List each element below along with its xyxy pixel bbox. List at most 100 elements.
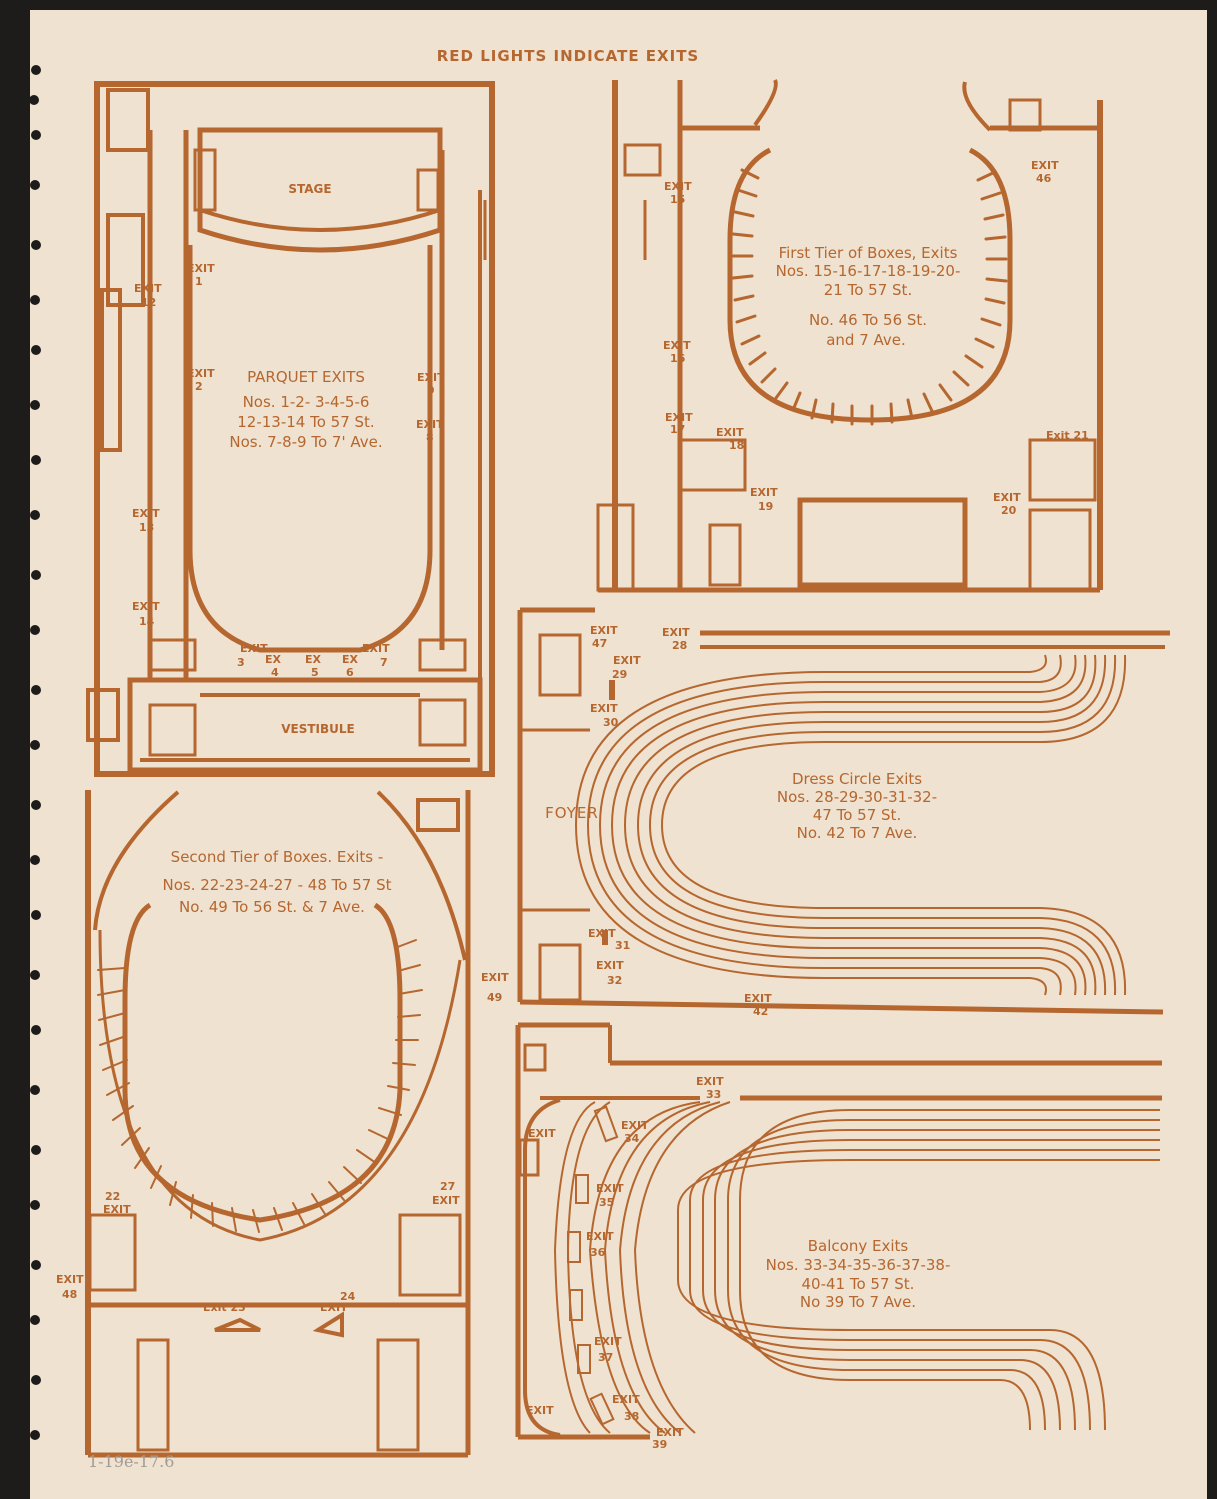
balcony-caption: Balcony Exits Nos. 33-34-35-36-37-38- 40… (766, 1237, 951, 1311)
exit-label: EXIT (187, 367, 215, 380)
exit-number-15: 15 (670, 193, 685, 206)
exit-number-38: 38 (624, 1410, 639, 1423)
second-tier-caption-title: Second Tier of Boxes. Exits - (171, 848, 384, 866)
exit-label: EXIT (750, 486, 778, 499)
exit-label: EXIT (744, 992, 772, 1005)
exit-label: EXIT (526, 1404, 554, 1417)
exit-number-39: 39 (652, 1438, 667, 1451)
exit-label: EXIT (1031, 159, 1059, 172)
parquet-caption-title: PARQUET EXITS (247, 368, 365, 386)
dress-circle-caption-line: No. 42 To 7 Ave. (797, 824, 918, 842)
exit-number-2: 2 (195, 380, 203, 393)
exit-number-31: 31 (615, 939, 630, 952)
second-tier-caption-line: Nos. 22-23-24-27 - 48 To 57 St (163, 876, 392, 894)
exit-label: EXIT (590, 702, 618, 715)
balcony-plan (515, 1022, 1162, 1440)
parquet-caption: PARQUET EXITS Nos. 1-2- 3-4-5-6 12-13-14… (229, 368, 382, 451)
exit-label: EXIT (240, 642, 268, 655)
parquet-exit-labels: EXIT 1 EXIT 2 EXIT 9 EXIT 8 EXIT 12 EXIT… (132, 262, 445, 679)
exit-number-7: 7 (380, 656, 388, 669)
exit-label: EXIT (621, 1119, 649, 1132)
exit-number-19: 19 (758, 500, 773, 513)
ex-label: EX (342, 653, 359, 666)
exit-number-3: 3 (237, 656, 245, 669)
binder-holes (29, 65, 41, 1440)
exit-label: EXIT (594, 1335, 622, 1348)
exit-number-42: 42 (753, 1005, 768, 1018)
first-tier-plan (596, 79, 1103, 593)
dress-circle-plan (517, 607, 1170, 1015)
first-tier-caption-line: and 7 Ave. (826, 331, 906, 349)
exit-number-35: 35 (599, 1196, 614, 1209)
first-tier-caption-line: No. 46 To 56 St. (809, 311, 927, 329)
exit-number-37: 37 (598, 1351, 613, 1364)
exit-number-13: 13 (139, 521, 154, 534)
exit-label: EXIT (596, 1182, 624, 1195)
parquet-caption-line: Nos. 7-8-9 To 7' Ave. (229, 433, 382, 451)
second-tier-caption: Second Tier of Boxes. Exits - Nos. 22-23… (163, 848, 392, 916)
exit-number-34: 34 (624, 1132, 640, 1145)
exit-number-1: 1 (195, 275, 203, 288)
dress-circle-caption-line: Nos. 28-29-30-31-32- (777, 788, 937, 806)
exit-number-18: 18 (729, 439, 744, 452)
exit-number-17: 17 (670, 423, 685, 436)
exit-number-28: 28 (672, 639, 687, 652)
balcony-caption-title: Balcony Exits (808, 1237, 909, 1255)
exit-number-47: 47 (592, 637, 607, 650)
exit-label: EXIT (132, 507, 160, 520)
exit-number-23: Exit 23 (203, 1301, 246, 1314)
exit-label: EXIT (586, 1230, 614, 1243)
vestibule-label: VESTIBULE (281, 722, 355, 736)
balcony-caption-line: 40-41 To 57 St. (802, 1275, 915, 1293)
parquet-caption-line: 12-13-14 To 57 St. (237, 413, 374, 431)
balcony-exit-labels: EXIT 33 EXIT EXIT 34 EXIT 35 EXIT 36 EXI… (526, 1075, 724, 1451)
second-tier-exit-labels: EXIT 49 22 EXIT 27 EXIT EXIT 48 Exit 23 … (56, 971, 509, 1314)
exit-label: EXIT (696, 1075, 724, 1088)
exit-label: EXIT (187, 262, 215, 275)
exit-number-6: 6 (346, 666, 354, 679)
exit-number-36: 36 (590, 1246, 606, 1259)
exit-label: EXIT (432, 1194, 460, 1207)
exit-number-9: 9 (427, 384, 435, 397)
parquet-plan (86, 81, 495, 777)
dress-circle-caption-line: 47 To 57 St. (813, 806, 901, 824)
exit-label: EXIT (656, 1426, 684, 1439)
exit-label: EXIT (663, 339, 691, 352)
first-tier-box-seats (731, 168, 1008, 426)
exit-label: EXIT (132, 600, 160, 613)
exit-label: EXIT (320, 1301, 348, 1314)
dress-circle-caption: Dress Circle Exits Nos. 28-29-30-31-32- … (777, 770, 937, 842)
exit-label: EXIT (588, 927, 616, 940)
pencil-note: 1-19e-17.6 (88, 1452, 174, 1471)
first-tier-caption-line: Nos. 15-16-17-18-19-20- (776, 262, 961, 280)
exit-label: EXIT (417, 371, 445, 384)
exit-number-24: 24 (340, 1290, 356, 1303)
exit-number-49: 49 (487, 991, 502, 1004)
exit-label: EXIT (134, 282, 162, 295)
ex-label: EX (265, 653, 282, 666)
first-tier-caption-title: First Tier of Boxes, Exits (779, 244, 958, 262)
stage-label: STAGE (288, 182, 331, 196)
exit-label: EXIT (590, 624, 618, 637)
exit-number-20: 20 (1001, 504, 1017, 517)
exit-label: EXIT (665, 411, 693, 424)
second-tier-caption-line: No. 49 To 56 St. & 7 Ave. (179, 898, 365, 916)
exit-number-48: 48 (62, 1288, 77, 1301)
exit-label: EXIT (613, 654, 641, 667)
second-tier-box-seats (97, 939, 423, 1233)
exit-number-8: 8 (426, 431, 434, 444)
exit-label: EXIT (362, 642, 390, 655)
first-tier-exit-labels: EXIT 15 EXIT 16 EXIT 17 EXIT 18 EXIT 19 … (663, 159, 1089, 517)
first-tier-caption-line: 21 To 57 St. (824, 281, 912, 299)
exit-label: EXIT (596, 959, 624, 972)
exit-number-4: 4 (271, 666, 279, 679)
dress-circle-caption-title: Dress Circle Exits (792, 770, 922, 788)
exit-number-32: 32 (607, 974, 622, 987)
exit-number-22: 22 (105, 1190, 120, 1203)
exit-number-16: 16 (670, 352, 686, 365)
first-tier-caption: First Tier of Boxes, Exits Nos. 15-16-17… (776, 244, 961, 349)
page-title: RED LIGHTS INDICATE EXITS (437, 47, 699, 65)
second-tier-plan (85, 790, 471, 1458)
dress-circle-exit-labels: EXIT 47 EXIT 28 EXIT 29 EXIT 30 EXIT 31 … (588, 624, 772, 1018)
exit-number-21: Exit 21 (1046, 429, 1089, 442)
